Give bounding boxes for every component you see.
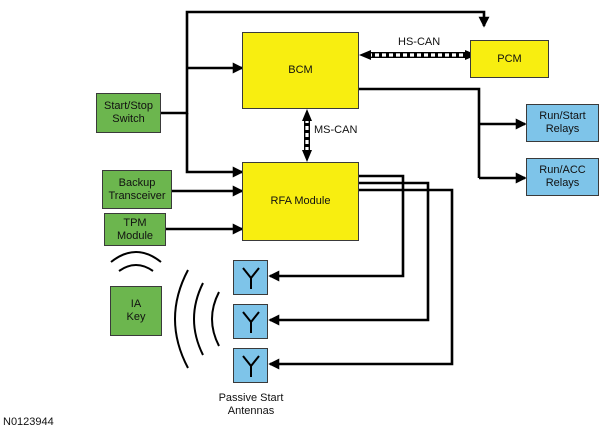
antenna-icon xyxy=(241,354,260,377)
wave-arc-large xyxy=(110,251,162,263)
hs-can-label: HS-CAN xyxy=(398,36,441,48)
ia-key-label-line-1: IA xyxy=(130,298,142,310)
start-stop-label-line-1: Start/Stop xyxy=(104,100,153,112)
antennas-label-line-1: Passive Start xyxy=(218,392,284,404)
pcm-label: PCM xyxy=(497,52,522,65)
hs-can-arrow-left xyxy=(359,50,371,60)
wire-rfa-to-antenna-1 xyxy=(268,174,405,282)
figure-id: N0123944 xyxy=(3,416,54,428)
wire-bcm-to-relays xyxy=(359,87,481,178)
run-start-label-line-2: Relays xyxy=(545,123,580,135)
tpm-label-line-2: Module xyxy=(116,229,154,242)
run-start-label-line-1: Run/Start xyxy=(539,110,586,122)
ia-key: IA Key xyxy=(110,286,162,336)
run-acc-relays: Run/ACC Relays xyxy=(526,158,599,196)
tpm-label-line-1: TPM xyxy=(123,216,147,229)
start-stop-switch: Start/Stop Switch xyxy=(96,93,161,133)
ia-key-label-line-2: Key xyxy=(126,311,146,323)
rfa-label: RFA Module xyxy=(270,195,331,207)
ms-can-arrow-up xyxy=(302,109,312,121)
passive-start-antenna-3 xyxy=(233,348,268,383)
backup-label-line-1: Backup xyxy=(118,176,156,189)
rfa-module: RFA Module xyxy=(242,162,359,241)
antenna-icon xyxy=(241,266,260,289)
ms-can-label: MS-CAN xyxy=(314,124,358,136)
bcm-module: BCM xyxy=(242,32,359,109)
wave-arc-small xyxy=(118,264,154,272)
run-acc-label-line-2: Relays xyxy=(545,177,580,189)
wave-arc-mid xyxy=(193,282,204,356)
passive-start-antenna-2 xyxy=(233,304,268,339)
antenna-icon xyxy=(241,310,260,333)
passive-start-antenna-1 xyxy=(233,260,268,295)
wave-arc-near xyxy=(211,291,220,347)
bcm-label: BCM xyxy=(288,64,313,76)
run-acc-label-line-1: Run/ACC xyxy=(539,164,586,176)
wire-switch-to-rfa xyxy=(185,113,244,178)
tpm-module: TPM Module xyxy=(104,213,166,246)
start-stop-label-line-2: Switch xyxy=(112,113,145,125)
wire-rfa-to-antenna-3 xyxy=(268,188,454,370)
run-start-relays: Run/Start Relays xyxy=(526,104,599,142)
backup-transceiver: Backup Transceiver xyxy=(102,170,172,209)
backup-label-line-2: Transceiver xyxy=(108,189,166,202)
wire-rfa-to-antenna-2 xyxy=(268,181,430,326)
antennas-label-line-2: Antennas xyxy=(227,405,275,417)
wave-arc-far xyxy=(174,269,189,369)
ms-can-arrow-down xyxy=(302,150,312,162)
wire-switch-to-pcm xyxy=(161,10,490,115)
antennas-label: Passive Start Antennas xyxy=(208,392,294,418)
pcm-module: PCM xyxy=(470,40,549,78)
